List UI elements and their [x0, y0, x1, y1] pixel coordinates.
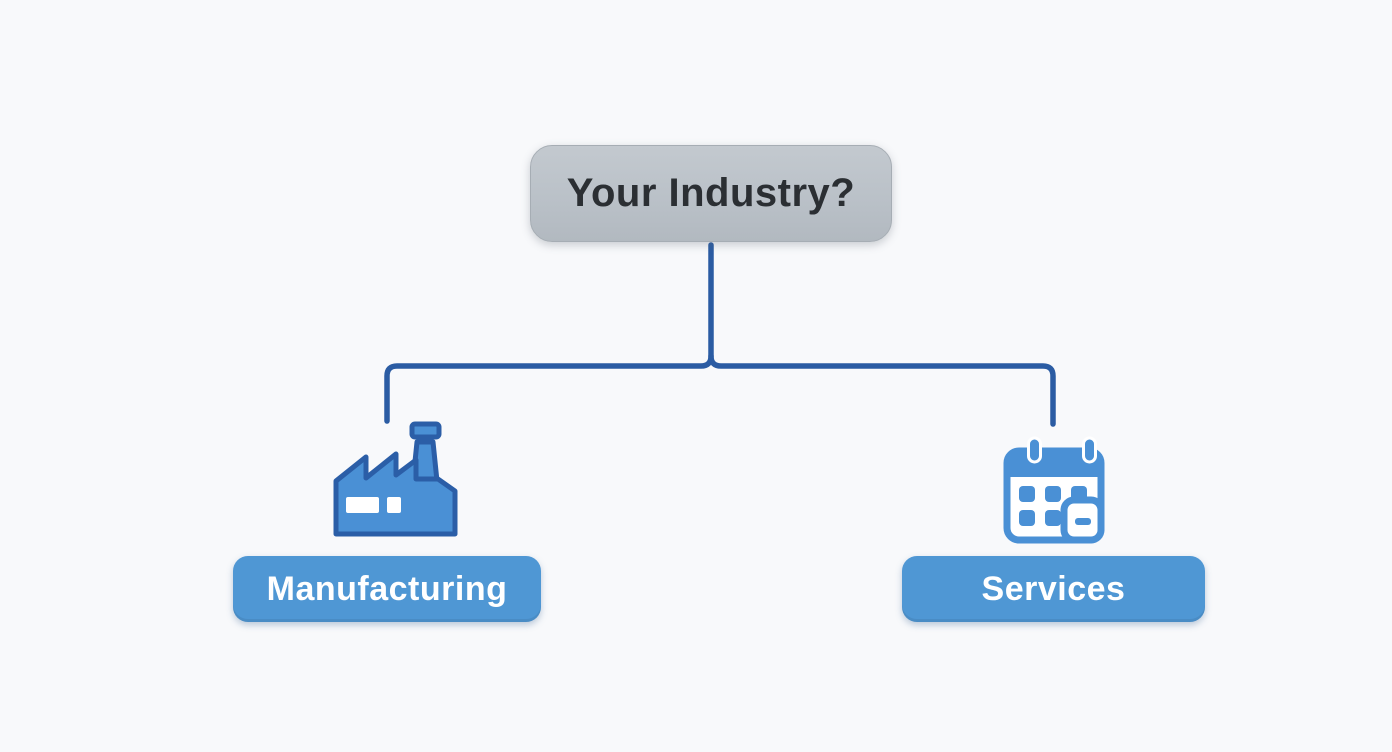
branch-label-services: Services	[981, 569, 1126, 608]
calendar-icon	[1002, 436, 1106, 546]
connector-root-to-services	[708, 353, 1056, 427]
branch-node-services[interactable]: Services	[902, 556, 1205, 622]
connector-root-to-manufacturing	[384, 242, 714, 424]
root-node-your-industry: Your Industry?	[530, 145, 892, 242]
root-node-label: Your Industry?	[566, 171, 856, 215]
factory-icon	[328, 421, 462, 539]
branch-label-manufacturing: Manufacturing	[266, 569, 508, 608]
branch-node-manufacturing[interactable]: Manufacturing	[233, 556, 541, 622]
